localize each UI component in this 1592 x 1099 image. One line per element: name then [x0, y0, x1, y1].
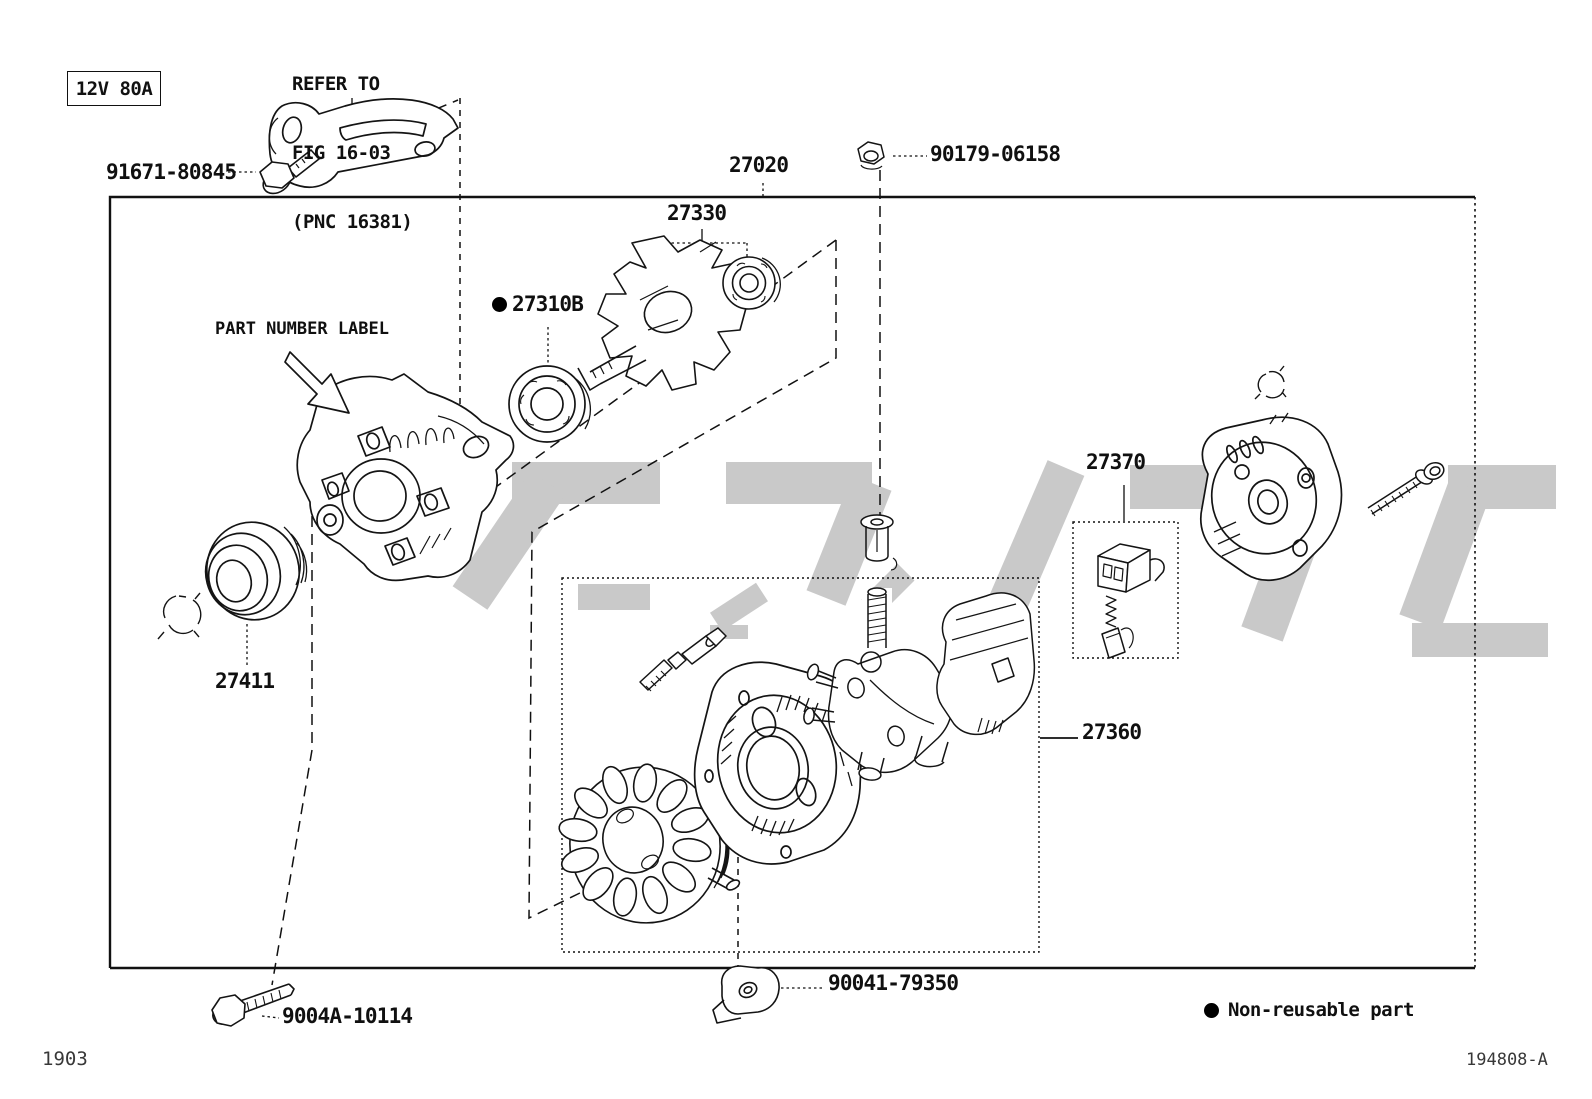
main-frame-box — [108, 195, 1476, 970]
stud-bolt-drawing — [639, 627, 727, 692]
stator-drawing — [558, 763, 741, 925]
refer-note: REFER TO FIG 16-03 (PNC 16381) — [292, 27, 413, 280]
part-label-27411[interactable]: 27411 — [215, 669, 275, 693]
part-label-9004a-10114[interactable]: 9004A-10114 — [282, 1004, 413, 1028]
part-label-91671-80845[interactable]: 91671-80845 — [106, 160, 237, 184]
snap-ring-sketch — [157, 592, 202, 640]
part-label-27370[interactable]: 27370 — [1086, 450, 1146, 474]
part-label-27310b-row[interactable]: 27310B — [492, 292, 584, 316]
rectifier-regulator-drawing — [803, 587, 1036, 781]
part-label-27020[interactable]: 27020 — [729, 153, 789, 177]
non-reusable-bullet-icon — [492, 296, 507, 312]
lower-bolt-drawing — [211, 983, 295, 1027]
legend-text: Non-reusable part — [1228, 999, 1414, 1021]
stator-group-box — [561, 577, 1040, 953]
rotor-drawing — [577, 235, 749, 391]
brush-holder-drawing — [1097, 543, 1165, 659]
terminal-clamp-drawing — [712, 965, 780, 1024]
page-code: 1903 — [42, 1048, 88, 1070]
part-label-27310b: 27310B — [512, 292, 584, 316]
part-label-27330[interactable]: 27330 — [667, 201, 727, 225]
non-reusable-legend: Non-reusable part — [1204, 999, 1414, 1021]
pulley-drawing — [204, 521, 308, 621]
part-label-27360[interactable]: 27360 — [1082, 720, 1142, 744]
nut-drawing — [857, 141, 885, 170]
cover-screw-drawing — [1367, 461, 1445, 517]
spacer-sketch — [1254, 365, 1287, 400]
figure-code: 194808-A — [1466, 1050, 1548, 1070]
front-housing-drawing — [296, 373, 515, 582]
annotation-part-number-label: PART NUMBER LABEL — [215, 319, 389, 339]
rear-cover-drawing — [1200, 412, 1343, 582]
rating-label-box: 12V 80A — [67, 71, 161, 106]
refer-note-line2: FIG 16-03 — [292, 142, 391, 164]
part-label-90041-79350[interactable]: 90041-79350 — [828, 971, 959, 995]
part-number-label-arrow — [284, 351, 350, 414]
part-label-90179-06158[interactable]: 90179-06158 — [930, 142, 1061, 166]
front-bearing-drawing — [508, 365, 592, 443]
mount-bracket-drawing — [268, 98, 459, 189]
rating-label: 12V 80A — [75, 77, 153, 100]
rear-bearing-drawing — [722, 256, 781, 310]
legend-bullet-icon — [1204, 1002, 1219, 1018]
refer-note-line3: (PNC 16381) — [292, 211, 413, 233]
rear-frame-drawing — [693, 661, 863, 865]
through-bolt-ferrule-drawing — [860, 514, 898, 571]
refer-note-line1: REFER TO — [292, 73, 380, 95]
bracket-bolt-drawing — [259, 149, 320, 195]
